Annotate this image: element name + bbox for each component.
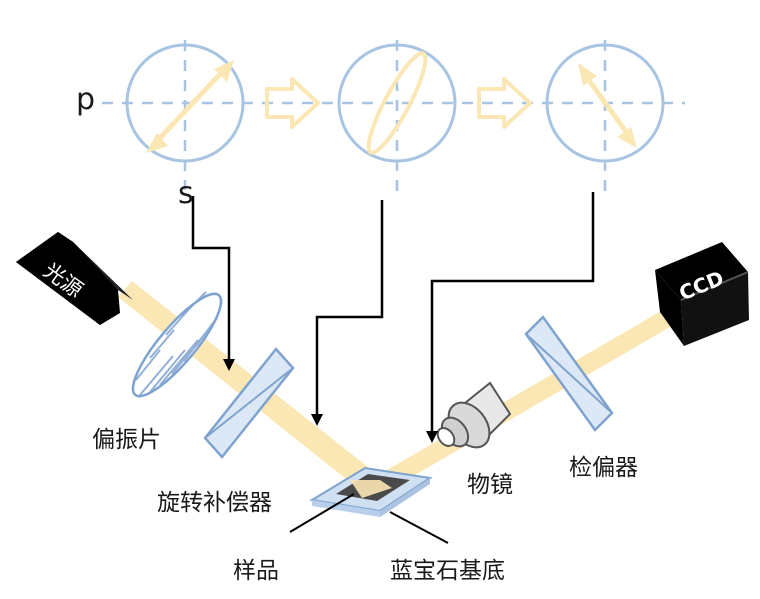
analyzer-label: 检偏器 [569,455,638,481]
sample-label: 样品 [233,558,279,584]
polarization-state-elliptical [337,40,457,200]
polarization-state-rotated [545,40,665,200]
objective-label: 物镜 [467,472,513,498]
polarizer-element [131,291,223,398]
hollow-arrow-1 [265,77,320,129]
pointer-rotated-to-reflection [426,192,595,443]
s-axis-label: s [178,176,194,211]
ccd-camera-box [655,242,749,346]
compensator-element [203,347,295,459]
pointer-s-to-compensator [191,196,235,371]
compensator-label: 旋转补偿器 [157,490,272,516]
leader-substrate [389,511,449,544]
polarization-state-linear [125,40,245,190]
light-source-box [16,232,133,325]
p-axis-label: p [76,82,96,117]
hollow-arrow-2 [477,77,532,129]
pointer-elliptical-to-beam [311,200,384,426]
substrate-label: 蓝宝石基底 [390,558,505,584]
objective-lens [436,381,512,449]
analyzer-element [524,315,614,432]
polarizer-label: 偏振片 [92,427,161,453]
leader-sample [289,493,355,533]
